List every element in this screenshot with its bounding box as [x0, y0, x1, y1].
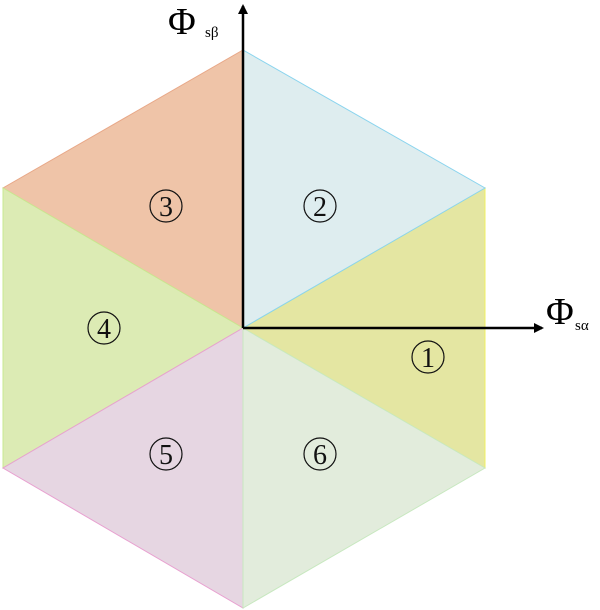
sector-6-region: [242, 327, 486, 609]
sector-2-circle: [303, 189, 337, 223]
sector-1-circle: [411, 340, 445, 374]
sector-3-marker: 3: [149, 189, 183, 223]
sector-4-circle: [87, 311, 121, 345]
sector-2-marker: 2: [303, 189, 337, 223]
alpha-axis-symbol: Φ: [546, 291, 574, 333]
sector-6-circle: [303, 437, 337, 471]
sector-5-circle: [149, 437, 183, 471]
sector-5-marker: 5: [149, 437, 183, 471]
alpha-axis-label: Φ sα: [546, 291, 589, 334]
sector-4-label: 4: [97, 314, 111, 345]
sector-1-label: 1: [421, 343, 435, 374]
sector-5-label: 5: [159, 440, 173, 471]
sector-6-label: 6: [313, 440, 327, 471]
sector-2-label: 2: [313, 192, 327, 223]
beta-axis-subscript: sβ: [205, 25, 218, 41]
sector-1-marker: 1: [411, 340, 445, 374]
sector-6-marker: 6: [303, 437, 337, 471]
sector-3-label: 3: [159, 192, 173, 223]
sector-4-marker: 4: [87, 311, 121, 345]
beta-axis-symbol: Φ: [168, 1, 196, 43]
sector-3-circle: [149, 189, 183, 223]
beta-axis-label: Φ sβ: [168, 1, 218, 43]
alpha-axis-subscript: sα: [575, 318, 589, 334]
